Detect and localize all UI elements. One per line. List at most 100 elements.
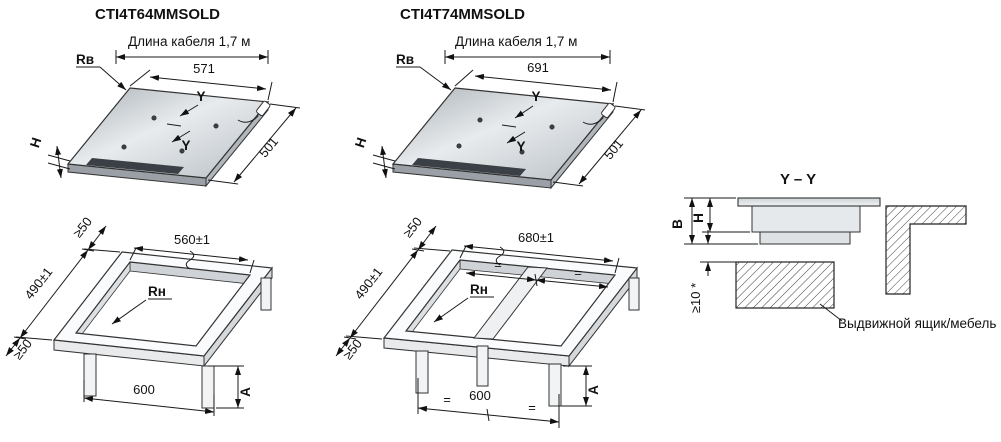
- cabinet-width-dimension: [83, 395, 215, 415]
- section-y-label: Y: [181, 138, 190, 153]
- bottom-radius-label: Rн: [148, 284, 166, 299]
- width-dimension-line: [474, 73, 612, 93]
- section-y-label: Y: [196, 89, 205, 104]
- clearance-value: ≥50: [70, 214, 95, 240]
- hob-74-isometric-view: CTI4T74MMSOLD Длина кабеля 1,7 м 691 Y Y…: [352, 6, 646, 190]
- glass-section: [737, 197, 881, 207]
- extension-line: [612, 81, 618, 103]
- section-arrow: [171, 130, 191, 143]
- control-panel-strip: [86, 158, 184, 174]
- glass-depth-value: 501: [601, 136, 626, 162]
- extension-line: [129, 69, 151, 87]
- clearance-dimension: [87, 225, 107, 251]
- depth-dimension-line: [578, 109, 642, 185]
- burner-mark: [549, 124, 555, 130]
- extension-line: [267, 81, 273, 101]
- center-mark: [166, 123, 182, 127]
- furniture-label: Выдвижной ящик/мебель: [838, 316, 996, 331]
- section-yy-view: Y – Y B H ≥10 * Выдвижной ящик/мебель: [670, 171, 996, 331]
- dimension-tick: [534, 273, 538, 287]
- hob-64-cutout-view: 560±1 ≥50 490±1 ≥50 Rн 600 A: [5, 214, 274, 416]
- leader-line: [99, 66, 127, 91]
- min-gap-value: ≥10 *: [688, 283, 703, 313]
- burner-mark: [151, 115, 157, 121]
- hob-box-section: [759, 231, 851, 245]
- cutout-width-dimension: [133, 245, 249, 263]
- dimension-tick: [13, 336, 27, 340]
- glass-height-label: H: [352, 136, 369, 150]
- burner-mark: [456, 143, 462, 149]
- niche-height-label: A: [238, 387, 253, 397]
- clearance-value: ≥50: [10, 336, 35, 362]
- dimension-tick: [411, 248, 425, 252]
- dimension-tick: [81, 248, 95, 252]
- equal-spacing-dimension: [465, 270, 537, 283]
- glass-width-value: 691: [527, 60, 549, 75]
- cutout-width-value: 560±1: [174, 232, 210, 247]
- burner-mark: [477, 117, 483, 123]
- burner-mark: [213, 123, 219, 129]
- leader-line: [433, 297, 469, 323]
- section-title: Y – Y: [780, 171, 816, 188]
- glass-height-label: H: [27, 136, 44, 150]
- cutout-depth-value: 490±1: [21, 264, 55, 302]
- width-dimension-line: [149, 74, 267, 92]
- dimension-tick: [343, 336, 357, 340]
- clearance-value: ≥50: [340, 336, 365, 362]
- section-arrow: [514, 105, 534, 119]
- control-panel-strip: [412, 158, 526, 176]
- cutout-width-dimension: [463, 243, 614, 264]
- section-arrow: [506, 131, 526, 144]
- height-dimension-line: [55, 145, 63, 179]
- top-radius-label: Rв: [396, 52, 414, 67]
- model-title: CTI4T74MMSOLD: [400, 6, 525, 23]
- cabinet-width-value: 600: [133, 382, 155, 397]
- burner-mark: [121, 144, 127, 150]
- equal-spacing-mark: =: [443, 392, 451, 407]
- leader-line: [819, 303, 843, 322]
- cable-length-label: Длина кабеля 1,7 м: [455, 34, 577, 49]
- cabinet-leg: [415, 350, 429, 394]
- section-arrow: [179, 104, 199, 117]
- hob-74-cutout-view: 680±1 = = ≥50 490±1 ≥50 Rн = = 600: [335, 214, 640, 428]
- hob-body-section: [751, 205, 861, 233]
- model-title: CTI4T64MMSOLD: [95, 6, 220, 23]
- plug-icon: [599, 102, 616, 122]
- cutout-width-value: 680±1: [518, 230, 554, 245]
- extension-line: [614, 257, 620, 274]
- cabinet-width-value: 600: [469, 388, 491, 403]
- leader-line: [419, 66, 452, 91]
- clearance-dimension: [5, 337, 21, 357]
- worktop-and-side-panel-section: [885, 205, 967, 295]
- dimension-tick: [486, 408, 490, 422]
- plug-icon: [254, 100, 271, 120]
- equal-spacing-mark: =: [528, 400, 536, 415]
- burner-mark: [519, 149, 525, 155]
- glass-surface: [391, 87, 615, 181]
- glass-height-label: H: [691, 213, 706, 223]
- burner-mark: [179, 148, 185, 154]
- section-y-label: Y: [516, 139, 525, 154]
- drawer-section: [735, 261, 835, 309]
- niche-height-label: A: [586, 385, 601, 395]
- cutout-depth-dimension: [349, 249, 419, 339]
- section-y-label: Y: [531, 89, 540, 104]
- cabinet-leg: [201, 365, 215, 409]
- depth-dimension-line: [233, 107, 297, 183]
- top-radius-label: Rв: [76, 52, 94, 67]
- total-height-label: B: [670, 219, 685, 229]
- extension-line: [269, 103, 301, 109]
- extension-line: [454, 69, 474, 87]
- cable-length-label: Длина кабеля 1,7 м: [128, 34, 250, 49]
- center-support-rail: [473, 266, 548, 340]
- clearance-dimension: [335, 337, 351, 357]
- glass-surface: [66, 87, 270, 179]
- extension-line: [614, 105, 646, 111]
- cabinet-leg: [260, 277, 272, 311]
- clearance-dimension: [417, 225, 437, 251]
- cabinet-leg: [476, 345, 489, 387]
- cabinet-leg: [83, 353, 97, 397]
- center-mark: [501, 124, 517, 128]
